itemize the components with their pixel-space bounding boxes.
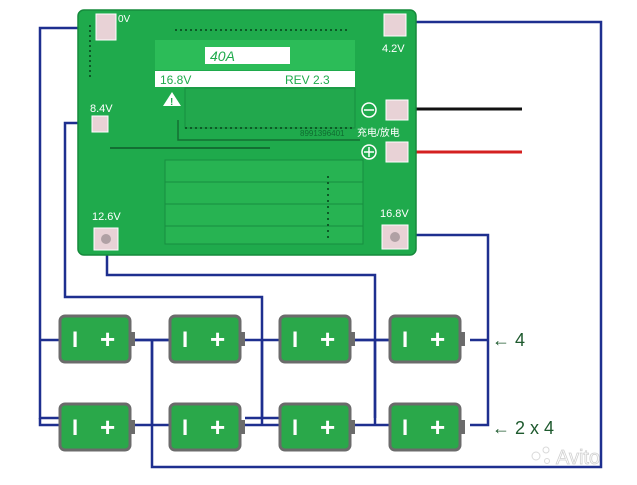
battery-plus-sign: +: [430, 412, 445, 442]
battery-minus-sign: I: [72, 415, 78, 440]
battery-body: [168, 402, 242, 452]
plus-symbol-icon: [361, 144, 377, 160]
battery-plus-sign: +: [100, 324, 115, 354]
battery-plus-sign: +: [100, 412, 115, 442]
battery-cell: I+: [58, 314, 135, 364]
battery-plus-sign: +: [320, 324, 335, 354]
blue-wires: [38, 20, 603, 469]
pcb-trace-3: [164, 203, 364, 227]
battery-body: [58, 314, 132, 364]
battery-body: [388, 314, 462, 364]
battery-terminal: [130, 420, 135, 434]
minus-symbol-icon: [361, 102, 377, 118]
pcb-trace-1: [164, 159, 364, 183]
wire-16v8: [395, 233, 490, 427]
avito-watermark: Avito: [531, 446, 601, 469]
battery-plus-sign: +: [210, 412, 225, 442]
pcb-trace-4: [164, 225, 364, 245]
battery-body: [388, 402, 462, 452]
battery-plus-sign: +: [430, 324, 445, 354]
battery-terminal: [350, 332, 355, 346]
battery-minus-sign: I: [182, 415, 188, 440]
pad-0v: [95, 13, 117, 41]
battery-cell: I+: [278, 314, 355, 364]
current-rating-label: 40A: [210, 48, 235, 64]
battery-plus-sign: +: [320, 412, 335, 442]
battery-body: [168, 314, 242, 364]
battery-terminal: [240, 420, 245, 434]
battery-grid: I+I+I+I+I+I+I+I+: [58, 314, 465, 452]
pad-8v4: [91, 115, 109, 133]
wire-left-row2: [38, 418, 60, 427]
warning-symbol: !: [170, 97, 173, 108]
battery-cell: I+: [388, 314, 465, 364]
battery-terminal: [460, 332, 465, 346]
battery-cell: I+: [58, 402, 135, 452]
pad-16v8-hole: [390, 232, 400, 242]
pad-16v8-label: 16.8V: [380, 208, 409, 220]
warning-triangle-icon: [163, 92, 181, 106]
avito-logo-icon: [531, 451, 541, 461]
pad-4v2-label: 4.2V: [382, 43, 405, 55]
battery-minus-sign: I: [402, 415, 408, 440]
row2-count-label: ← 2 x 4: [492, 418, 554, 438]
battery-minus-sign: I: [292, 327, 298, 352]
revision-label: REV 2.3: [285, 73, 330, 87]
pcb-chip-area: [184, 87, 356, 129]
battery-terminal: [130, 332, 135, 346]
pad-output-negative: [385, 99, 409, 121]
pcb-trace-2: [164, 181, 364, 205]
battery-minus-sign: I: [402, 327, 408, 352]
bms-board: 40A 16.8V REV 2.3 ! 0V 4.2V 8.4V 12.6V 1…: [77, 9, 417, 256]
battery-minus-sign: I: [292, 415, 298, 440]
pcb-trace-line-2: [177, 120, 360, 141]
pad-4v2: [383, 13, 407, 37]
pad-12v6-label: 12.6V: [92, 211, 121, 223]
battery-body: [58, 402, 132, 452]
pad-8v4-label: 8.4V: [90, 103, 113, 115]
battery-terminal: [240, 332, 245, 346]
battery-cell: I+: [168, 402, 245, 452]
voltage-total-label: 16.8V: [160, 73, 191, 87]
battery-minus-sign: I: [72, 327, 78, 352]
pad-output-positive: [385, 141, 409, 163]
pad-12v6-hole: [101, 234, 111, 244]
voltage-rev-box: [155, 71, 355, 87]
watermark-text: Avito: [556, 447, 600, 469]
battery-terminal: [350, 420, 355, 434]
pad-0v-label: 0V: [118, 14, 131, 25]
battery-cell: I+: [168, 314, 245, 364]
battery-body: [278, 314, 352, 364]
battery-plus-sign: +: [210, 324, 225, 354]
battery-minus-sign: I: [182, 327, 188, 352]
current-rating-box: [205, 47, 290, 64]
charge-discharge-label: 充电/放电: [357, 126, 400, 139]
row1-count-label: ← 4: [492, 330, 525, 350]
battery-cell: I+: [278, 402, 355, 452]
wire-0v: [38, 26, 104, 420]
battery-terminal: [460, 420, 465, 434]
battery-cell: I+: [388, 402, 465, 452]
serial-number-label: 8991396401: [300, 129, 345, 138]
battery-body: [278, 402, 352, 452]
